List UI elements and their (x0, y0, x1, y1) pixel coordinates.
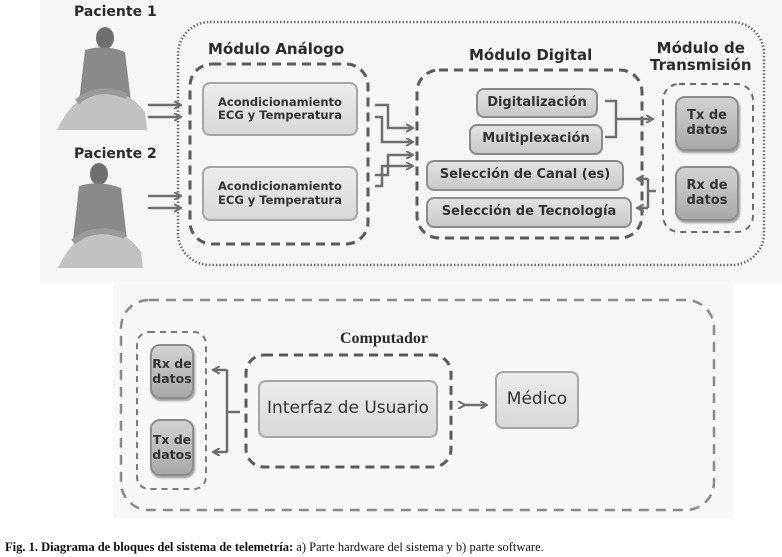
transmission-title-line2: Transmisión (650, 55, 752, 74)
hw-rx-line2: datos (686, 192, 728, 208)
digitalization-block: Digitalización (476, 88, 598, 118)
patient-2-image (55, 162, 145, 268)
hardware-system-boundary (176, 20, 766, 267)
patient-1-icon (57, 27, 147, 130)
analog-block-2-line1: Acondicionamiento (218, 179, 342, 194)
digital-module-boundary (415, 68, 644, 240)
sw-rx-line1: Rx de (152, 356, 192, 372)
interface-rxtx-arrow (214, 370, 240, 452)
analog-block-2-line2: ECG y Temperatura (218, 192, 342, 207)
multiplexing-block: Multiplexación (469, 124, 603, 155)
transmission-title-line1: Módulo de (656, 39, 745, 57)
digital-tx-arrow (605, 99, 652, 139)
digital-module-title: Módulo Digital (469, 46, 593, 64)
analog-module-boundary (188, 62, 370, 246)
sw-tx-line1: Tx de (152, 432, 192, 448)
analog-module-title: Módulo Análogo (208, 40, 345, 58)
patient-2-label: Paciente 2 (74, 146, 157, 162)
analog-block-1-line2: ECG y Temperatura (218, 108, 342, 122)
rx-selection-arrow (638, 179, 656, 208)
patient-1-label: Paciente 1 (74, 4, 157, 20)
technology-selection-block: Selección de Tecnología (426, 197, 632, 228)
transmission-module-boundary (662, 83, 754, 233)
patient-2-icon (57, 163, 143, 268)
doctor-block: Médico (495, 371, 579, 429)
hw-tx-line2: datos (686, 122, 728, 138)
computer-title: Computador (340, 330, 429, 347)
patient-1-image (57, 22, 147, 130)
hw-tx-line1: Tx de (687, 107, 727, 123)
analog-digital-arrows (375, 103, 412, 188)
channel-selection-block: Selección de Canal (es) (426, 160, 624, 191)
user-interface-block: Interfaz de Usuario (258, 380, 438, 438)
patient-arrows (148, 105, 180, 208)
sw-tx-line2: datos (152, 446, 192, 462)
sw-rx-line2: datos (152, 370, 192, 386)
computer-boundary (119, 298, 716, 512)
hw-rx-line1: Rx de (686, 177, 728, 193)
caption-text: a) Parte hardware del sistema y b) parte… (293, 540, 544, 554)
analog-block-1-line1: Acondicionamiento (218, 94, 342, 109)
caption-prefix: Fig. 1. Diagrama de bloques del sistema … (5, 540, 294, 554)
figure-caption: Fig. 1. Diagrama de bloques del sistema … (5, 540, 544, 555)
software-rxtx-boundary (136, 331, 207, 490)
transmission-module-title: Módulo de Transmisión (650, 40, 752, 74)
